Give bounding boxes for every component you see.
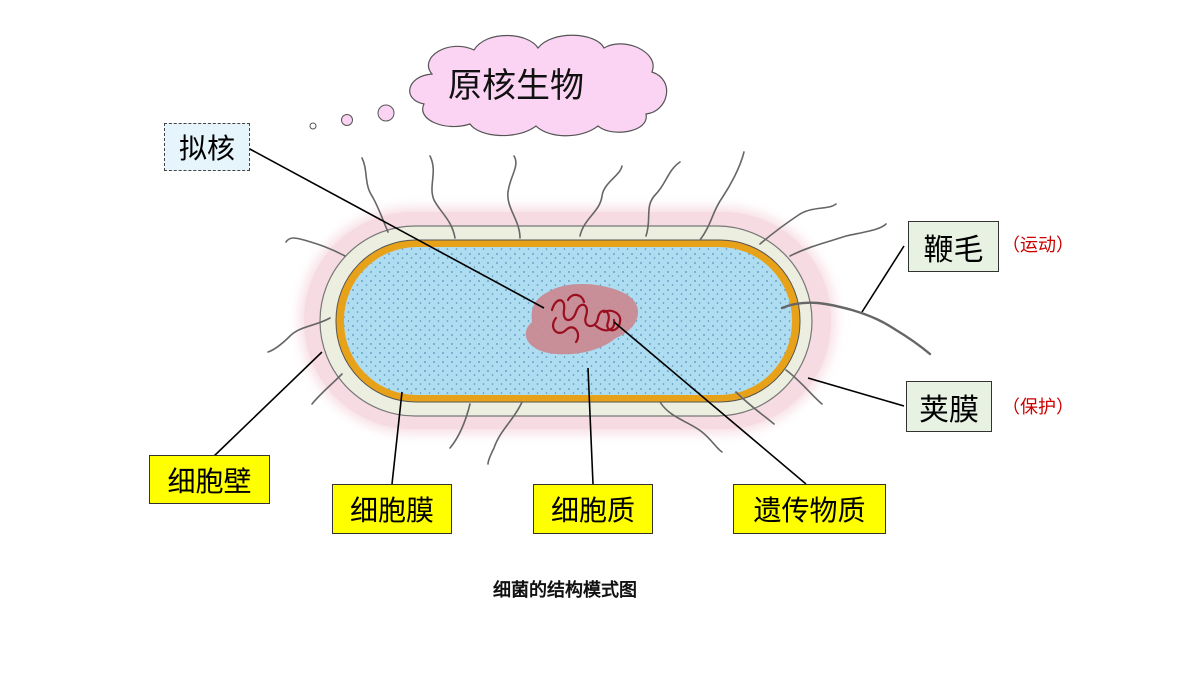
flagella bbox=[267, 151, 932, 465]
label-nucleoid: 拟核 bbox=[164, 123, 250, 171]
note-flagellum: （运动） bbox=[1002, 235, 1074, 256]
label-genetic-material: 遗传物质 bbox=[733, 484, 886, 534]
note-capsule: （保护） bbox=[1002, 397, 1074, 418]
label-cell-wall: 细胞壁 bbox=[149, 455, 270, 504]
label-cell-membrane: 细胞膜 bbox=[332, 484, 452, 534]
label-flagellum: 鞭毛 bbox=[908, 221, 999, 272]
figure-caption: 细菌的结构模式图 bbox=[493, 580, 637, 601]
thought-bubble-medium bbox=[341, 114, 353, 126]
page-title: 原核生物 bbox=[448, 66, 584, 106]
nucleoid bbox=[525, 283, 639, 355]
thought-bubble-small bbox=[309, 122, 317, 130]
label-cytoplasm: 细胞质 bbox=[533, 484, 653, 534]
thought-bubble-large bbox=[377, 104, 395, 122]
title-cloud bbox=[409, 34, 668, 137]
label-capsule: 荚膜 bbox=[906, 381, 992, 432]
dna bbox=[550, 293, 622, 344]
leader-lines bbox=[211, 147, 905, 485]
